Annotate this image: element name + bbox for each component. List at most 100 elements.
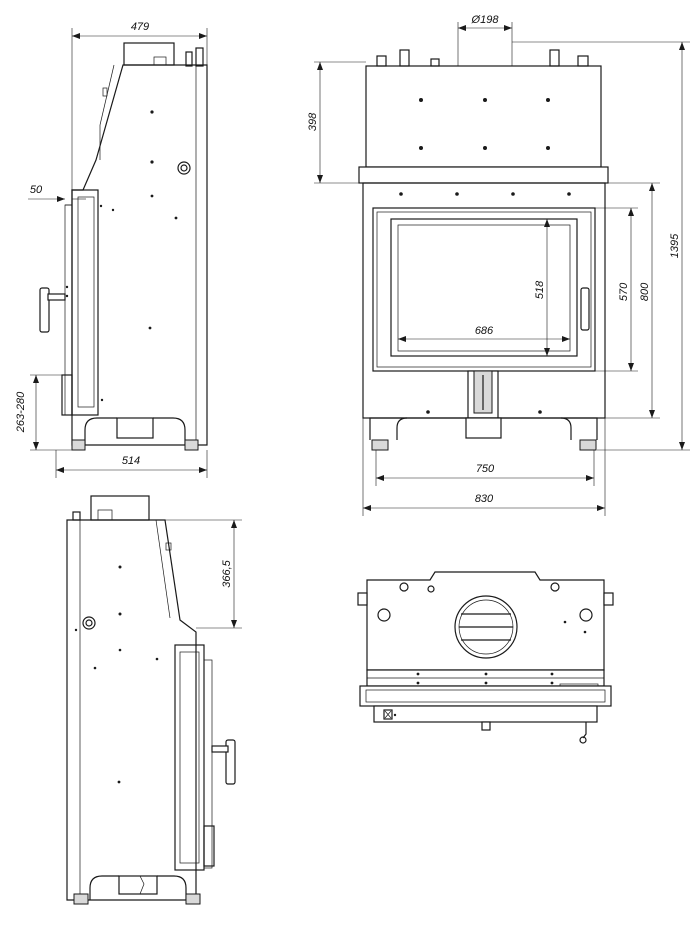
- dim-label-263-280: 263-280: [15, 391, 27, 433]
- top-dot: [484, 681, 488, 685]
- side2-foot-left: [73, 893, 89, 905]
- dim-label-366: 366,5: [221, 559, 233, 587]
- front-foot-right: [579, 439, 597, 451]
- side-dot: [150, 160, 154, 164]
- side-collar: [123, 42, 175, 66]
- side2-foot-right: [185, 893, 201, 905]
- side-view-mirrored: 366,5: [66, 495, 242, 905]
- top-door-lower: [373, 705, 598, 723]
- dim-label-686: 686: [475, 325, 494, 337]
- front-top-flange: [358, 166, 609, 184]
- top-door-plate-inner: [365, 689, 606, 703]
- top-side-tab-left: [357, 592, 368, 606]
- front-dot: [483, 98, 487, 102]
- side2-base-arch-right: [157, 875, 187, 900]
- front-fitting: [549, 49, 560, 67]
- front-fitting: [430, 58, 440, 67]
- front-dot: [511, 192, 515, 196]
- top-handle-end: [579, 736, 587, 744]
- side-base-arch-left: [84, 417, 117, 445]
- side-base-recess: [116, 417, 154, 439]
- front-view: Ø198 398 1395 800 570 518 686 750: [307, 14, 690, 516]
- front-dot: [546, 98, 550, 102]
- front-fitting: [577, 55, 589, 67]
- dim-label-198: Ø198: [471, 14, 500, 26]
- side2-base-recess: [118, 875, 158, 895]
- top-dot: [550, 672, 554, 676]
- front-dot: [426, 410, 430, 414]
- side2-dot: [74, 628, 78, 632]
- side2-ash-slot: [203, 825, 215, 867]
- side2-fitting: [72, 511, 81, 521]
- side-door-glass: [77, 196, 95, 408]
- side-bracket: [102, 87, 108, 97]
- top-fitting: [579, 608, 593, 622]
- side2-base-arch-left: [89, 875, 119, 900]
- dim-label-514: 514: [122, 455, 140, 467]
- front-base-arch-left: [396, 417, 408, 440]
- top-flue-collar: [454, 595, 518, 659]
- front-upper-body: [365, 65, 602, 168]
- side2-valve: [82, 616, 96, 630]
- side2-dot: [117, 780, 121, 784]
- side2-valve-inner: [85, 619, 93, 627]
- top-view: [357, 571, 614, 744]
- side2-dot: [118, 648, 122, 652]
- top-knob: [481, 721, 491, 731]
- side-valve-inner: [180, 164, 188, 172]
- top-dot: [393, 713, 397, 717]
- top-side-tab-right: [603, 592, 614, 606]
- side2-dot: [155, 657, 159, 661]
- side-door-handle: [39, 287, 50, 333]
- side2-slope-inner: [155, 519, 171, 619]
- side-ash-slot: [61, 374, 73, 416]
- front-dot: [455, 192, 459, 196]
- front-fitting: [376, 55, 387, 67]
- side-dot: [65, 294, 69, 298]
- top-dot: [416, 681, 420, 685]
- top-body-outline: [366, 571, 605, 671]
- side2-collar: [90, 495, 150, 521]
- side-handle-arm: [47, 293, 66, 301]
- side-foot-right: [184, 439, 199, 451]
- side2-handle-arm: [211, 745, 229, 753]
- side-dot: [111, 208, 115, 212]
- side2-dot: [93, 666, 97, 670]
- dim-label-1395: 1395: [669, 233, 681, 258]
- side2-dot: [118, 565, 122, 569]
- side-dot: [99, 204, 103, 208]
- side-dot: [100, 398, 104, 402]
- side-body-outline: [71, 64, 208, 446]
- side2-dot: [118, 612, 122, 616]
- front-base-recess: [465, 417, 502, 439]
- front-foot-left: [371, 439, 389, 451]
- front-door-frame: [372, 207, 596, 372]
- top-door-plate: [359, 685, 612, 707]
- side-dot: [150, 194, 154, 198]
- front-door-frame-inner: [376, 211, 592, 368]
- top-fitting: [377, 608, 391, 622]
- front-dot: [546, 146, 550, 150]
- side2-body-outline: [66, 519, 197, 901]
- side-front-plate: [64, 204, 73, 416]
- side2-door-glass: [179, 651, 200, 864]
- side-fitting-left: [185, 51, 193, 67]
- top-dot: [583, 630, 587, 634]
- dim-label-50: 50: [30, 184, 43, 196]
- side-dot: [174, 216, 178, 220]
- side-valve: [177, 161, 191, 175]
- side-dot: [65, 285, 69, 289]
- front-base-arch-right: [560, 417, 572, 440]
- top-handle: [582, 722, 587, 739]
- front-dot: [483, 146, 487, 150]
- side-fitting-right: [195, 47, 204, 67]
- front-fitting: [399, 49, 410, 67]
- front-glass: [397, 224, 571, 352]
- top-fitting: [550, 582, 560, 592]
- dim-label-479: 479: [131, 21, 149, 33]
- front-dot: [538, 410, 542, 414]
- dim-label-518: 518: [534, 280, 546, 299]
- side2-bracket: [165, 542, 172, 551]
- front-dot: [419, 146, 423, 150]
